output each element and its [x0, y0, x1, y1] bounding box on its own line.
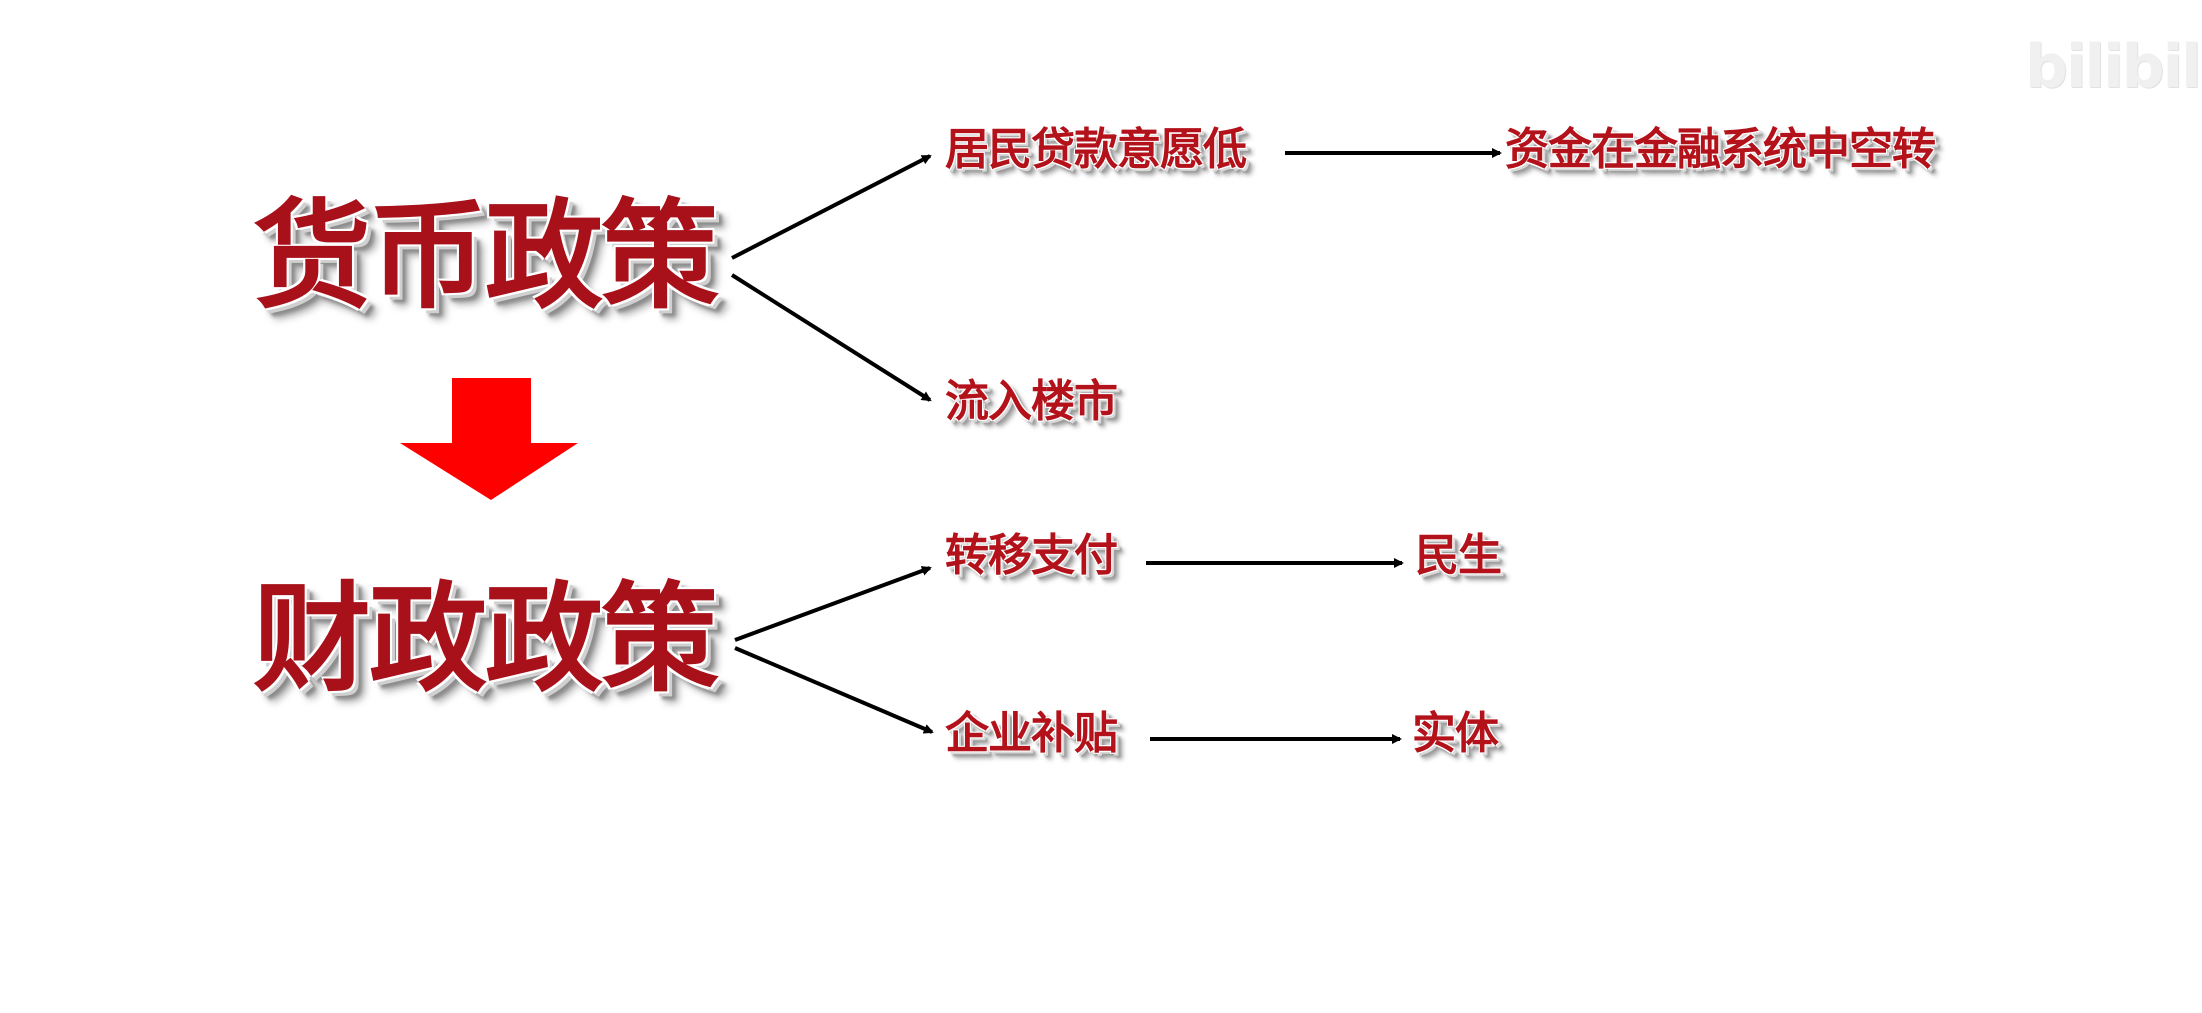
node-real-economy: 实体	[1412, 708, 1499, 759]
down-arrow-shape	[400, 378, 578, 500]
monetary-policy-title: 货币政策	[253, 187, 719, 325]
fiscal-policy-title: 财政政策	[253, 570, 719, 708]
node-transfer-payments: 转移支付	[945, 530, 1118, 581]
node-livelihood: 民生	[1415, 530, 1502, 581]
node-idle-funds: 资金在金融系统中空转	[1505, 124, 1936, 175]
node-flow-into-housing: 流入楼市	[945, 376, 1118, 427]
node-low-loan-willingness: 居民贷款意愿低	[945, 124, 1247, 175]
node-enterprise-subsidy: 企业补贴	[945, 708, 1118, 759]
arrow-fiscal-to-subsidy	[734, 646, 934, 734]
arrow-monetary-to-loans	[731, 154, 932, 260]
arrow-fiscal-to-transfer	[734, 566, 932, 642]
arrow-monetary-to-housing	[730, 273, 932, 402]
bilibili-watermark: bilibili	[2025, 32, 2202, 102]
